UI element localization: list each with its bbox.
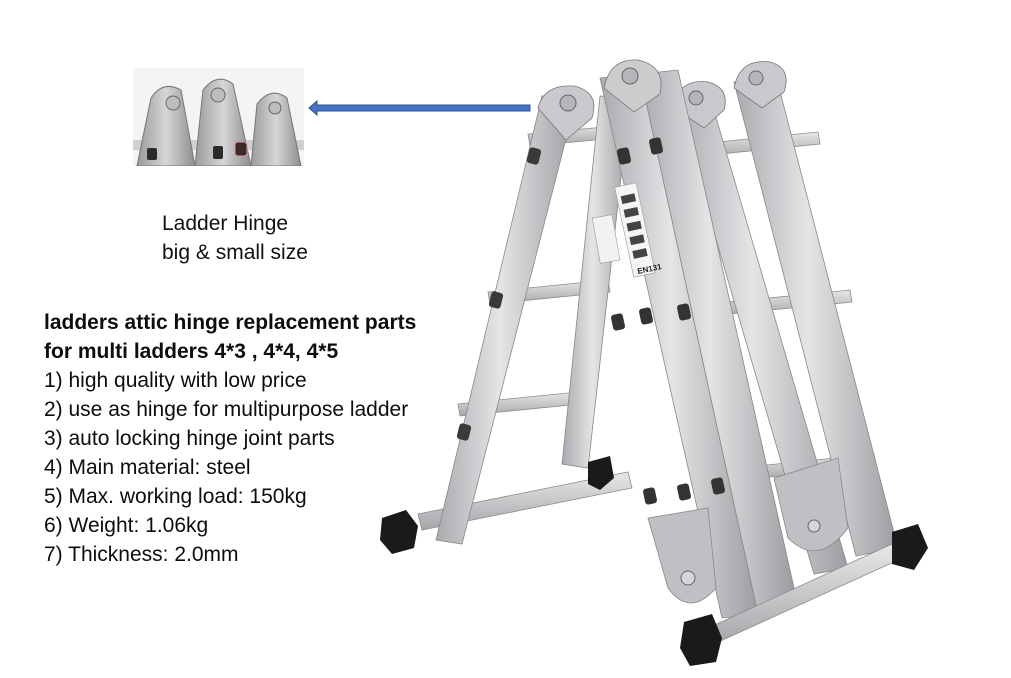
- arrow-left-icon: [308, 100, 531, 116]
- spec-item: 2) use as hinge for multipurpose ladder: [44, 398, 409, 421]
- spec-item: 6) Weight: 1.06kg: [44, 514, 209, 537]
- spec-item: 4) Main material: steel: [44, 456, 251, 479]
- ladder-foot: [680, 614, 722, 666]
- hinge-closeup-image: [133, 68, 304, 166]
- spec-item: 1) high quality with low price: [44, 369, 307, 392]
- specs-title-line-1: ladders attic hinge replacement parts: [44, 311, 417, 334]
- spec-item: 5) Max. working load: 150kg: [44, 485, 307, 508]
- ladder-foot: [380, 510, 418, 554]
- product-specs: ladders attic hinge replacement parts fo…: [44, 308, 416, 569]
- specs-title-line-2: for multi ladders 4*3 , 4*4, 4*5: [44, 340, 339, 363]
- caption-line-2: big & small size: [162, 241, 308, 264]
- hinge-caption: Ladder Hinge big & small size: [162, 209, 308, 267]
- spec-item: 3) auto locking hinge joint parts: [44, 427, 335, 450]
- ladder-foot: [892, 524, 928, 570]
- multipurpose-ladder-image: EN131: [380, 59, 928, 666]
- caption-line-1: Ladder Hinge: [162, 212, 289, 235]
- spec-item: 7) Thickness: 2.0mm: [44, 543, 239, 566]
- ladder-foot: [588, 456, 614, 490]
